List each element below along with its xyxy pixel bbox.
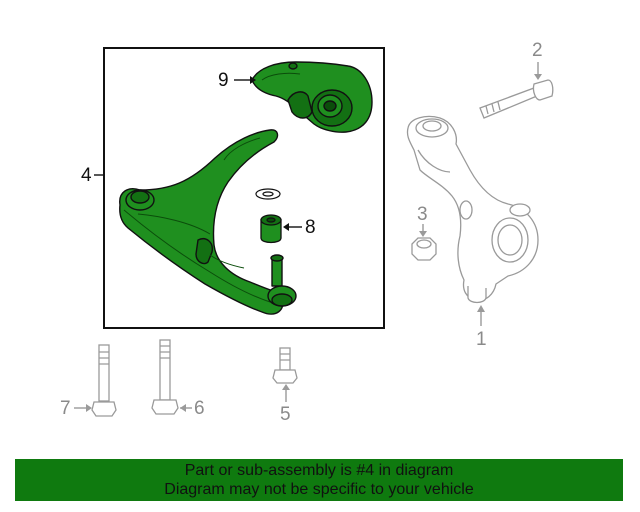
bolt-6[interactable]	[151, 339, 179, 415]
bushing-bracket[interactable]	[251, 61, 373, 133]
callout-8: 8	[283, 217, 316, 238]
svg-text:5: 5	[280, 404, 291, 425]
svg-text:1: 1	[476, 329, 487, 350]
callout-7: 7	[60, 398, 92, 419]
bolt-7[interactable]	[91, 344, 117, 417]
steering-knuckle[interactable]	[406, 115, 539, 304]
callout-9: 9	[218, 70, 256, 91]
callout-4: 4	[81, 165, 104, 186]
callout-2: 2	[532, 40, 543, 80]
svg-text:4: 4	[81, 165, 92, 186]
control-arm[interactable]	[119, 129, 297, 315]
small-bushing[interactable]	[260, 214, 282, 244]
svg-text:8: 8	[305, 217, 316, 238]
svg-text:7: 7	[60, 398, 71, 419]
callout-6: 6	[180, 398, 205, 419]
nut[interactable]	[411, 237, 437, 261]
banner-line-1: Part or sub-assembly is #4 in diagram	[184, 462, 454, 479]
banner-line-2: Diagram may not be specific to your vehi…	[164, 481, 474, 498]
callout-5: 5	[280, 384, 291, 425]
svg-text:6: 6	[194, 398, 205, 419]
svg-text:2: 2	[532, 40, 543, 61]
bolt-5[interactable]	[272, 347, 298, 384]
long-bolt[interactable]	[479, 79, 554, 119]
svg-text:9: 9	[218, 70, 229, 91]
callout-3: 3	[417, 204, 428, 237]
callout-1: 1	[476, 305, 487, 350]
svg-text:3: 3	[417, 204, 428, 225]
washer[interactable]	[255, 188, 281, 200]
part-notice-banner: Part or sub-assembly is #4 in diagram Di…	[15, 459, 623, 501]
